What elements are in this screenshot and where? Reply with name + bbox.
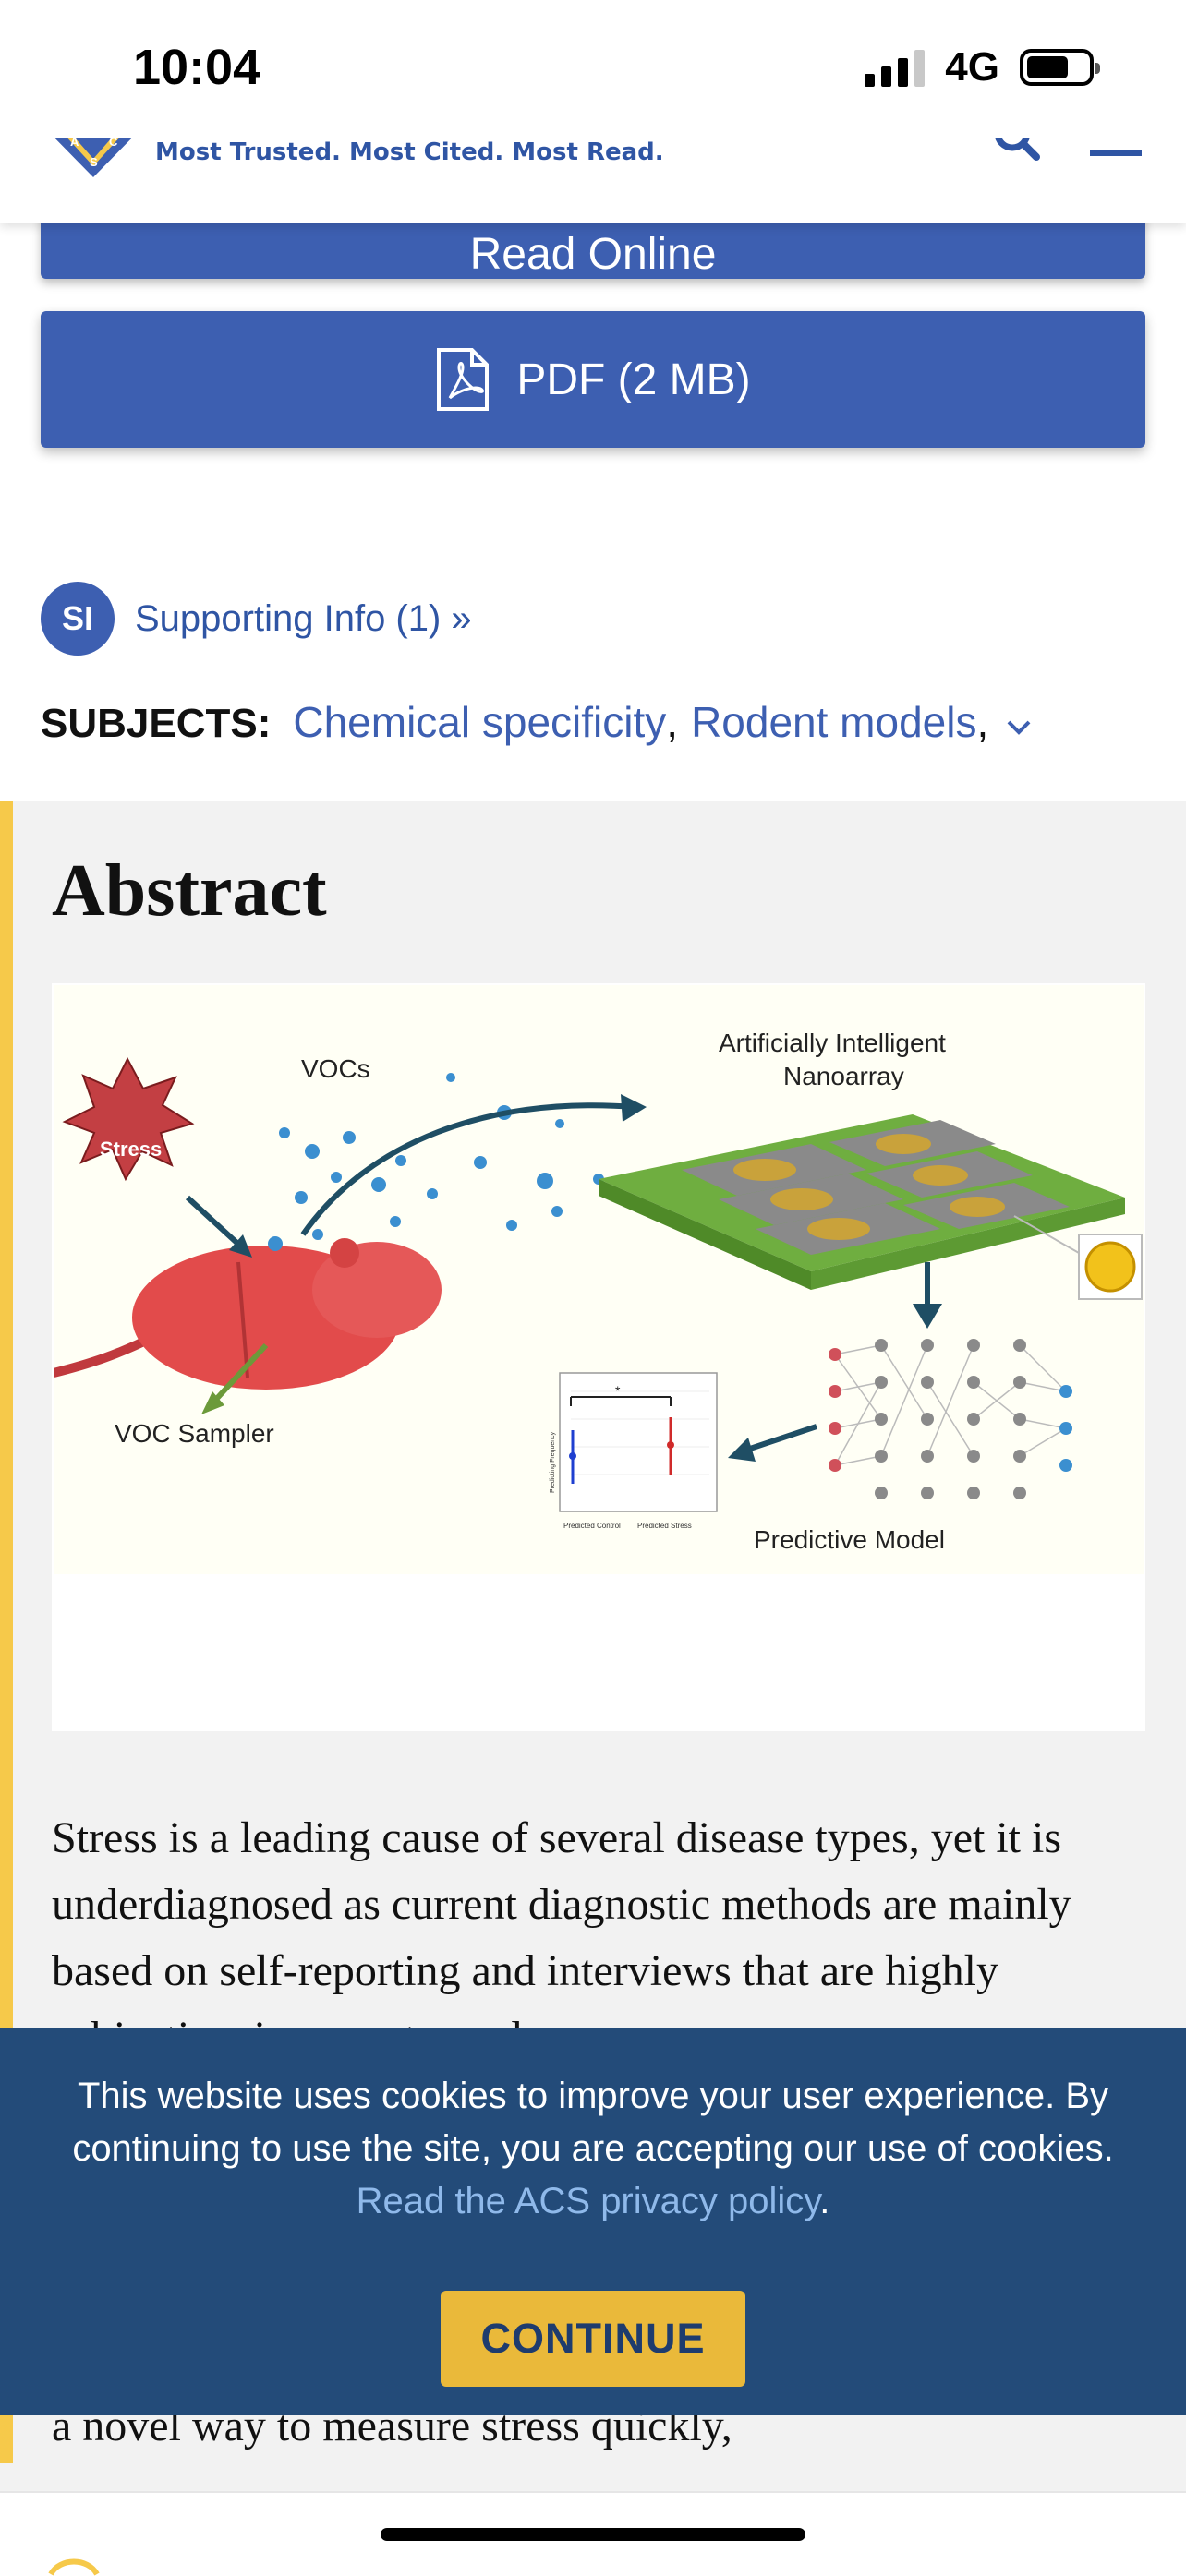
svg-text:C: C [109, 135, 118, 149]
subject-separator: , [976, 698, 989, 746]
status-time: 10:04 [133, 40, 261, 95]
network-label: 4G [945, 44, 999, 90]
stress-star: Stress [62, 1056, 195, 1182]
status-bar: 10:04 4G [0, 0, 1186, 138]
abstract-title: Abstract [52, 850, 327, 932]
chevron-down-icon[interactable] [1005, 718, 1033, 737]
subject-link-chemical-specificity[interactable]: Chemical specificity [293, 698, 667, 746]
pdf-label: PDF (2 MB) [516, 355, 751, 404]
toc-graphic[interactable]: Stress VOC Sampler VOCs Artificially Int… [54, 985, 1144, 1574]
subjects-label: SUBJECTS: [41, 701, 272, 746]
plot-xlabel-stress: Predicted Stress [637, 1522, 692, 1530]
cookie-message: This website uses cookies to improve you… [55, 2070, 1131, 2228]
plot-xlabel-control: Predicted Control [563, 1522, 621, 1530]
cookie-message-text: This website uses cookies to improve you… [72, 2076, 1114, 2169]
cookie-link-suffix: . [819, 2181, 830, 2221]
home-indicator[interactable] [381, 2528, 805, 2541]
privacy-policy-link[interactable]: Read the ACS privacy policy [356, 2181, 820, 2221]
stress-label: Stress [100, 1138, 162, 1161]
svg-text:A: A [70, 135, 79, 149]
supporting-info-link[interactable]: Supporting Info (1) » [135, 598, 472, 639]
subjects-row: SUBJECTS: Chemical specificity , Rodent … [41, 697, 1033, 747]
mini-plot: * Predicted Control Predicted Stress Pre… [550, 1372, 718, 1530]
signal-icon [865, 48, 926, 87]
significance-mark: * [615, 1383, 621, 1398]
si-badge[interactable]: SI [41, 582, 115, 656]
battery-icon [1020, 49, 1100, 86]
voc-sampler-label: VOC Sampler [115, 1419, 274, 1448]
nanoarray-label-2: Nanoarray [783, 1062, 904, 1090]
read-online-label: Read Online [469, 230, 717, 279]
continue-button[interactable]: CONTINUE [441, 2291, 745, 2387]
svg-text:S: S [90, 155, 98, 169]
menu-icon[interactable] [1090, 129, 1142, 166]
pdf-file-icon [437, 348, 490, 411]
pdf-button[interactable]: PDF (2 MB) [41, 311, 1145, 448]
predictive-model-label: Predictive Model [754, 1525, 945, 1554]
nanoarray-label-1: Artificially Intelligent [719, 1029, 946, 1057]
plot-ylabel: Predicting Frequency [550, 1431, 556, 1493]
tagline: Most Trusted. Most Cited. Most Read. [155, 138, 664, 166]
vocs-label: VOCs [301, 1054, 370, 1083]
status-icons: 4G [865, 44, 1100, 90]
acs-logo-small-icon [48, 2558, 100, 2576]
neural-network [829, 1339, 1072, 1499]
acs-logo-icon[interactable]: A C S [42, 120, 144, 179]
subject-link-rodent-models[interactable]: Rodent models [691, 698, 977, 746]
nanoarray-chip [599, 1114, 1125, 1290]
rodent-image [54, 1238, 442, 1390]
subject-separator: , [666, 698, 679, 746]
